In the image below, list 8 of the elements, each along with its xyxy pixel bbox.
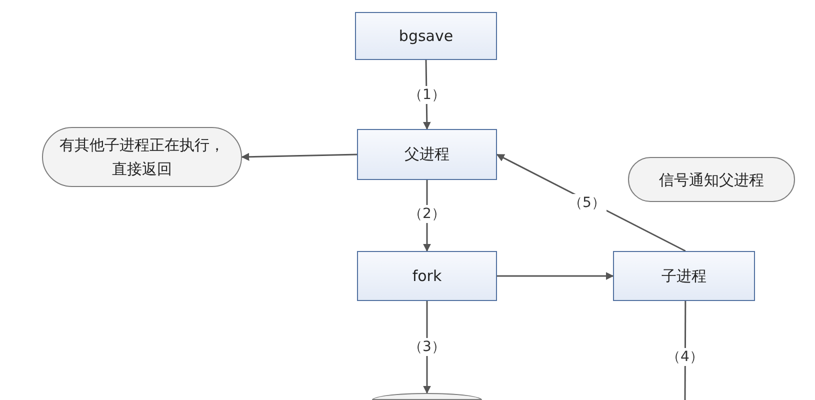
process-box: 子进程 — [613, 251, 755, 301]
note-box: 信号通知父进程 — [628, 157, 795, 202]
process-box: fork — [357, 251, 497, 301]
command-box: bgsave — [355, 12, 497, 60]
arrow — [241, 152, 358, 161]
process-box: 父进程 — [357, 129, 497, 180]
terminal-box: 有其他子进程正在执行，直接返回 — [42, 127, 242, 187]
arrow — [497, 272, 614, 280]
